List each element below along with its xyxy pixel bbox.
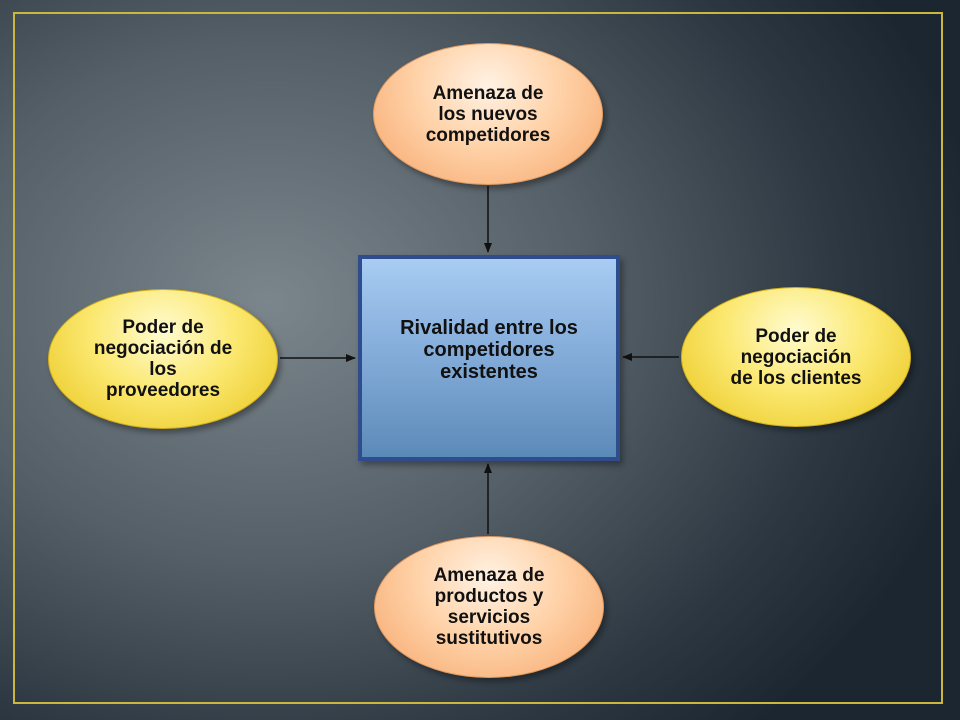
node-substitutes-threat: Amenaza de productos y servicios sustitu…	[374, 536, 604, 678]
node-new-entrants-threat-label: Amenaza de los nuevos competidores	[425, 82, 551, 146]
node-supplier-power-label: Poder de negociación de los proveedores	[93, 317, 233, 401]
node-buyer-power: Poder de negociación de los clientes	[681, 287, 911, 427]
node-buyer-power-label: Poder de negociación de los clientes	[730, 325, 862, 389]
node-supplier-power: Poder de negociación de los proveedores	[48, 289, 278, 429]
slide-frame	[13, 12, 943, 704]
node-substitutes-threat-label: Amenaza de productos y servicios sustitu…	[433, 565, 545, 649]
node-competitive-rivalry-label: Rivalidad entre los competidores existen…	[400, 317, 578, 383]
node-new-entrants-threat: Amenaza de los nuevos competidores	[373, 43, 603, 185]
node-competitive-rivalry: Rivalidad entre los competidores existen…	[358, 255, 620, 461]
